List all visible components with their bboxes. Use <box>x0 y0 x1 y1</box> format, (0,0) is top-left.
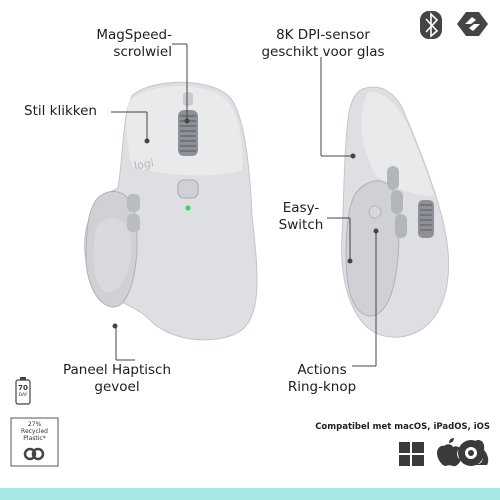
recycle-icon <box>23 447 45 461</box>
compatibility-text: Compatibel met macOS, iPadOS, iOS <box>315 422 490 432</box>
recycled-line3: Plastic* <box>23 435 46 442</box>
callout-dpi-line1: 8K DPI-sensor <box>276 27 370 43</box>
logi-bolt-icon <box>457 12 488 36</box>
windows-icon <box>399 442 424 466</box>
chrome-icon <box>458 440 484 466</box>
callout-actions-line2: Ring-knop <box>287 379 357 395</box>
battery-badge: 70 DAY <box>16 385 30 399</box>
callout-haptic: Paneel Haptisch gevoel <box>52 362 182 396</box>
apple-icon <box>437 438 461 467</box>
recycled-badge-frame <box>10 417 59 467</box>
callout-dpi: 8K DPI-sensor geschikt voor glas <box>248 27 398 61</box>
callout-haptic-line1: Paneel Haptisch <box>62 362 172 378</box>
callout-haptic-line2: gevoel <box>94 379 140 395</box>
battery-unit: DAY <box>18 393 28 398</box>
battery-value: 70 <box>18 384 28 392</box>
callout-dpi-line2: geschikt voor glas <box>261 44 385 60</box>
recycled-line2: Recycled <box>21 428 48 435</box>
battery-icon <box>15 377 31 405</box>
callout-actions-line1: Actions <box>297 362 347 378</box>
callout-magspeed-line1: MagSpeed- <box>96 27 172 43</box>
accent-bar <box>0 488 500 500</box>
callout-magspeed: MagSpeed- scrolwiel <box>60 27 172 61</box>
recycled-percent: 27% <box>27 421 42 428</box>
recycled-badge: 27% Recycled Plastic* <box>12 421 57 442</box>
chrome-icon-center <box>468 450 474 456</box>
mouse-side <box>341 86 450 338</box>
callout-easyswitch-line1: Easy- <box>282 200 320 216</box>
callout-actions: Actions Ring-knop <box>276 362 368 396</box>
callout-magspeed-line2: scrolwiel <box>113 44 172 60</box>
mouse-front <box>84 81 258 341</box>
bluetooth-icon <box>420 11 442 39</box>
callout-silent: Stil klikken <box>24 103 97 119</box>
leader-lines <box>111 43 379 367</box>
callout-easyswitch: Easy- Switch <box>270 200 332 234</box>
callout-easyswitch-line2: Switch <box>278 217 324 233</box>
